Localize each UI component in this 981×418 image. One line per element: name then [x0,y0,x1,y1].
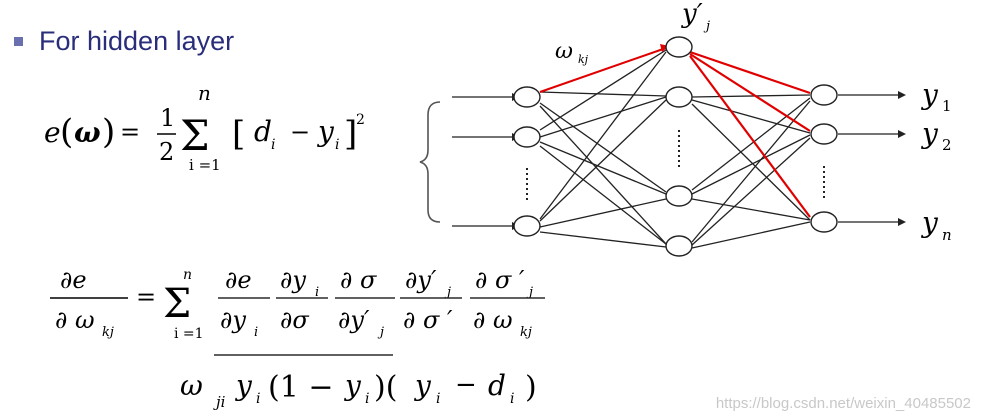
lhs-numerator: ∂e [60,266,87,294]
hidden-label-sub: j [703,19,710,34]
term4-numerator-sub: j [444,285,451,300]
highlight-edge-wkj [539,47,667,93]
deriv-sum-upper: n [183,267,192,283]
bullet-text: For hidden layer [39,26,235,56]
deriv-sum-lower: i =1 [174,326,204,342]
input-node-2 [513,126,541,148]
hidden-label: y′ [681,0,703,29]
error-formula: e ( ω ) = 1 2 n Σ i =1 [ d i − y i ] 2 [44,81,365,174]
term2-numerator: ∂y [280,266,306,294]
formula-e: e [44,116,61,149]
formula-d: d [254,115,272,148]
deriv-sum-sign: Σ [163,281,191,327]
output-node-3 [810,211,838,233]
network-diagram: ω kj y′ j y 1 y 2 y n [419,0,952,257]
output-label-1-sub: 1 [942,97,952,115]
weight-label-sub: kj [578,53,589,66]
output-label-2-sub: 2 [942,136,952,154]
output-label-1: y [920,78,939,111]
term5-denominator-sub: kj [520,325,532,340]
result-d: d [488,369,506,402]
bullet-marker [14,37,23,46]
deriv-equals: = [136,283,156,311]
result-y2-sub: i [365,391,369,407]
term3-denominator-sub: j [377,325,384,340]
lhs-denominator-sub: kj [102,325,114,340]
input-node-1 [513,86,541,108]
hidden-output-edges [691,94,811,249]
watermark: https://blog.csdn.net/weixin_40485502 [715,395,971,412]
term1-denominator: ∂y [220,306,246,334]
result-one-minus: (1 − [268,370,333,405]
formula-y-sub: i [335,137,339,153]
input-hidden-edges [539,49,667,248]
term4-denominator: ∂ σ ′ [403,306,453,334]
hidden-node-3 [665,185,693,207]
term4-numerator: ∂y′ [405,266,437,294]
term3-numerator: ∂ σ [340,266,377,294]
formula-square: 2 [356,112,365,128]
paren-close: ) [102,112,115,152]
result-y1: y [234,369,253,402]
output-label-2: y [920,117,939,150]
formula-y: y [316,115,335,148]
formula-d-sub: i [271,137,275,153]
lhs-denominator: ∂ ω [55,306,95,334]
result-close: ) [525,370,537,405]
sum-sign: Σ [180,111,210,160]
term1-numerator: ∂e [225,266,252,294]
derivative-formula: ∂e ∂ ω kj = n Σ i =1 ∂e ∂y i ∂y i ∂σ ∂ σ… [50,266,545,356]
formula-omega: ω [74,116,101,149]
input-brace [419,101,441,223]
result-minus: − [455,370,477,400]
hidden-node-1 [665,36,693,58]
formula-minus: − [290,118,310,146]
sum-upper: n [198,81,211,105]
network-nodes [513,36,838,257]
result-close-open: )( [374,370,397,405]
output-node-1 [810,84,838,106]
term3-denominator: ∂y′ [338,306,370,334]
bracket-open: [ [232,114,245,154]
sum-lower: i =1 [189,156,221,174]
term2-numerator-sub: i [315,285,319,300]
output-arrowhead-1 [898,91,906,99]
frac-numerator: 1 [160,104,175,132]
result-y1-sub: i [256,391,260,407]
paren-open: ( [60,112,73,152]
term5-numerator-sub: j [526,285,533,300]
output-label-n-sub: n [942,226,952,244]
output-arrowhead-3 [898,218,906,226]
weight-label: ω [555,39,573,64]
input-node-3 [513,215,541,237]
bullet-item: For hidden layer [14,26,234,57]
highlight-edges-output [689,50,811,218]
result-y3-sub: i [436,391,440,407]
output-node-2 [810,123,838,145]
output-arrowhead-2 [898,130,906,138]
bracket-close: ] [344,114,357,154]
result-formula: ω ji y i (1 − y i )( y i − d i ) [180,369,537,411]
output-label-n: y [920,206,939,239]
hidden-node-2 [665,86,693,108]
term2-denominator: ∂σ [280,306,309,334]
result-y2: y [343,369,362,402]
term1-denominator-sub: i [254,325,258,340]
frac-denominator: 2 [159,138,174,166]
result-omega: ω [180,369,203,402]
result-y3: y [413,369,432,402]
hidden-node-4 [665,235,693,257]
result-d-sub: i [510,391,514,407]
term5-denominator: ∂ ω [473,306,513,334]
formula-equals: = [120,118,140,146]
term5-numerator: ∂ σ ′ [475,266,525,294]
result-omega-sub: ji [213,393,226,411]
